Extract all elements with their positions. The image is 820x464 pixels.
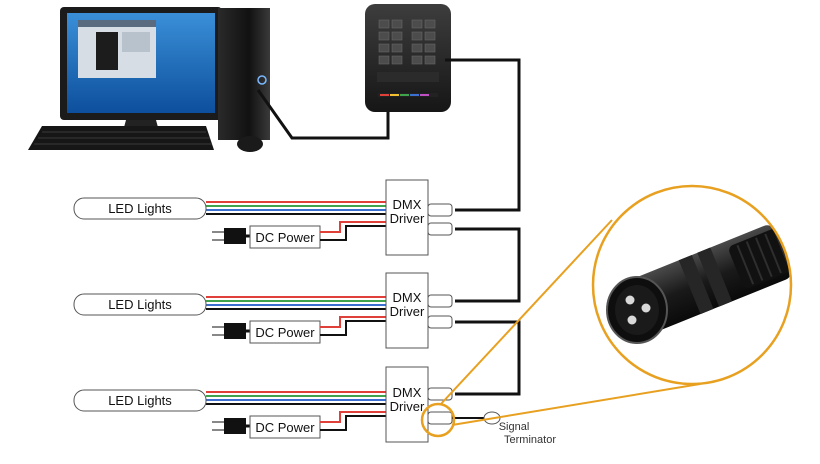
led-lights-box (73, 389, 207, 412)
led-lights-label: LED Lights (108, 393, 172, 408)
driver-label-line2: Driver (390, 304, 425, 319)
dmx-controller-icon (365, 4, 451, 112)
driver-label-line2: Driver (390, 211, 425, 226)
driver-label-line1: DMX (393, 385, 422, 400)
driver-label-line1: DMX (393, 290, 422, 305)
dc-power-box (249, 320, 321, 344)
dmx-driver-box (385, 272, 429, 349)
dmx-driver-box (385, 366, 429, 443)
power-plug-icon (212, 323, 246, 339)
driver-label-line2: Driver (390, 399, 425, 414)
dc-power-box (249, 415, 321, 439)
dmx-driver-box (385, 179, 429, 256)
driver-row-2: LED Lights DC Power DMX Driver (73, 272, 453, 349)
data-cable (256, 58, 521, 212)
led-lights-box (73, 197, 207, 220)
dmx-in-port (427, 203, 453, 217)
led-lights-label: LED Lights (108, 201, 172, 216)
zoom-callout (420, 184, 793, 438)
terminator-label-line1: Signal (499, 421, 530, 433)
signal-terminator: Signal Terminator (452, 411, 556, 446)
terminator-label-line2: Terminator (504, 434, 556, 446)
dc-power-box (249, 225, 321, 249)
zoom-source-circle (420, 402, 456, 438)
driver-row-3: LED Lights DC Power DMX Driver (73, 366, 453, 443)
power-plug-icon (212, 418, 246, 434)
dmx-in-port (427, 387, 453, 401)
driver-label-line1: DMX (393, 197, 422, 212)
driver-row-1: LED Lights DC Power DMX Driver (73, 179, 453, 256)
dmx-out-port (427, 411, 453, 425)
power-plug-icon (212, 228, 246, 244)
xlr-connector-icon (606, 225, 791, 344)
dmx-out-port (427, 315, 453, 329)
dc-power-label: DC Power (255, 230, 315, 245)
dmx-in-port (427, 294, 453, 308)
desktop-computer-icon (28, 7, 270, 152)
led-lights-box (73, 293, 207, 316)
dmx-out-port (427, 222, 453, 236)
dc-power-label: DC Power (255, 325, 315, 340)
dmx-daisy-chain (455, 227, 521, 396)
led-lights-label: LED Lights (108, 297, 172, 312)
zoom-magnifier-circle (591, 184, 793, 386)
dc-power-label: DC Power (255, 420, 315, 435)
